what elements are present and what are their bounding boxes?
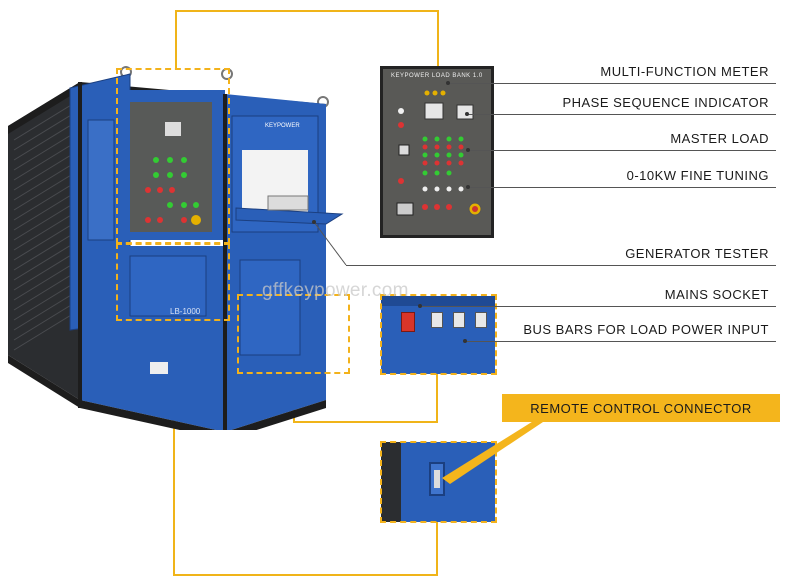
underline bbox=[468, 187, 776, 188]
connector-line bbox=[173, 574, 438, 576]
pointer-dot bbox=[466, 185, 470, 189]
pointer-remote-connector bbox=[442, 420, 546, 484]
callout-generator-tester: GENERATOR TESTER bbox=[625, 246, 769, 261]
callout-phase-sequence-indicator: PHASE SEQUENCE INDICATOR bbox=[562, 95, 769, 110]
mains-socket-red bbox=[401, 312, 415, 332]
cabinet-model-text: LB-1000 bbox=[170, 307, 201, 316]
callout-bus-bars: BUS BARS FOR LOAD POWER INPUT bbox=[523, 322, 769, 337]
connector-line bbox=[175, 10, 439, 12]
pointer-dot bbox=[466, 148, 470, 152]
connector-line bbox=[437, 10, 439, 67]
highlight-remote-detail bbox=[380, 441, 497, 523]
pointer-dot bbox=[463, 339, 467, 343]
connector-line bbox=[293, 421, 438, 423]
bus-bar-3 bbox=[475, 312, 487, 328]
callout-fine-tuning: 0-10KW FINE TUNING bbox=[626, 168, 769, 183]
bus-bar-1 bbox=[431, 312, 443, 328]
callout-remote-control-connector: REMOTE CONTROL CONNECTOR bbox=[502, 394, 780, 422]
load-bank-cabinet-illustration: LB-1000 KEYPOWER bbox=[8, 66, 344, 430]
watermark-text: gffkeypower.com bbox=[262, 280, 409, 301]
control-panel-detail-image: KEYPOWER LOAD BANK 1.0 bbox=[380, 66, 494, 238]
mains-socket-detail-image bbox=[381, 296, 495, 374]
pointer-dot bbox=[465, 112, 469, 116]
pointer-dot bbox=[418, 304, 422, 308]
bus-bar-2 bbox=[453, 312, 465, 328]
panel-controls-graphic bbox=[396, 90, 482, 216]
callout-mains-socket: MAINS SOCKET bbox=[664, 287, 769, 302]
connector-line bbox=[173, 320, 175, 576]
highlight-control-panel bbox=[116, 68, 230, 244]
callout-multi-function-meter: MULTI-FUNCTION METER bbox=[600, 64, 769, 79]
pointer-line-generator-tester bbox=[312, 220, 347, 266]
highlight-lower-panel bbox=[116, 243, 230, 321]
remote-connector-detail-image bbox=[381, 442, 495, 522]
pointer-dot bbox=[446, 81, 450, 85]
cabinet-brand-text: KEYPOWER bbox=[265, 123, 300, 129]
highlight-socket-detail bbox=[380, 294, 497, 375]
underline bbox=[448, 83, 776, 84]
highlight-socket-area bbox=[237, 294, 350, 374]
panel-header-text: KEYPOWER LOAD BANK 1.0 bbox=[391, 73, 483, 79]
underline bbox=[465, 341, 776, 342]
underline bbox=[420, 306, 776, 307]
underline bbox=[346, 265, 776, 266]
connector-line bbox=[436, 520, 438, 576]
underline bbox=[468, 150, 776, 151]
underline bbox=[467, 114, 776, 115]
connector-line bbox=[175, 10, 177, 70]
callout-master-load: MASTER LOAD bbox=[670, 131, 769, 146]
